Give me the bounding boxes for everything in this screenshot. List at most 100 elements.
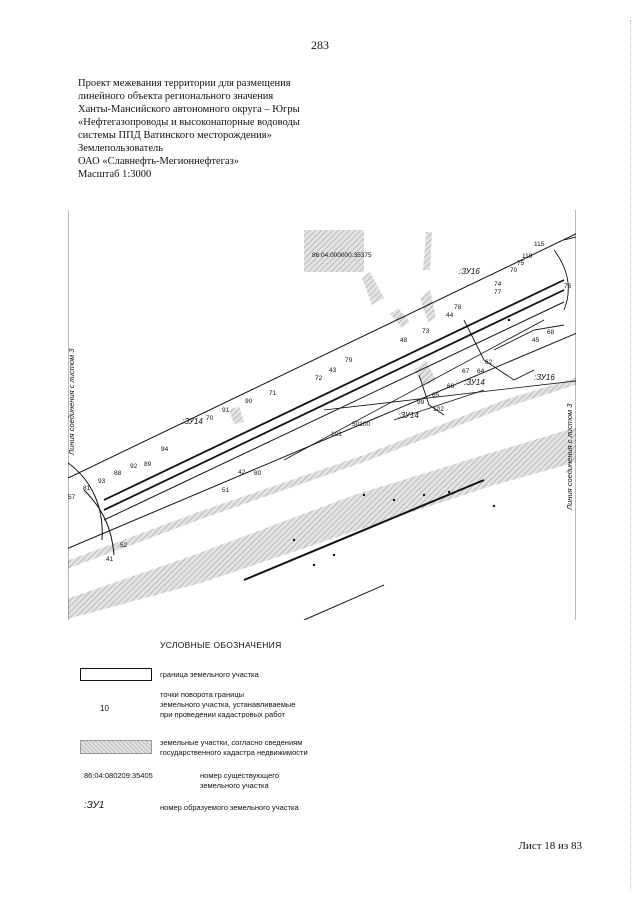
point-label: 57	[68, 494, 76, 501]
map-svg: 86:04:000000:35375 :ЗУ16 :ЗУ14 :ЗУ16 :ЗУ…	[67, 210, 576, 620]
header-line: Ханты-Мансийского автономного округа – Ю…	[78, 104, 300, 115]
point-label: 67	[462, 368, 470, 375]
legend-hatch-symbol	[80, 740, 152, 754]
legend-point-label: точки поворота границы земельного участк…	[160, 690, 380, 720]
map-dot	[332, 553, 336, 557]
document-header: Проект межевания территории для размещен…	[78, 77, 378, 181]
point-label: 92	[130, 463, 138, 470]
point-label: 99	[417, 399, 425, 406]
cadastral-parcel	[423, 232, 432, 270]
cadastral-parcel	[68, 427, 576, 619]
legend-cad-example: 86:04:080209:35405	[84, 771, 153, 780]
point-label: 68	[547, 329, 555, 336]
map-dot	[507, 318, 511, 322]
boundary-line	[553, 249, 569, 311]
legend-hatch-line: государственного кадастра недвижимости	[160, 748, 308, 757]
map-dot	[492, 504, 496, 508]
map-dot	[447, 490, 451, 494]
point-label: 71	[269, 390, 277, 397]
boundary-line	[393, 389, 485, 421]
boundary-line	[418, 374, 445, 416]
point-label: 75	[517, 260, 525, 267]
legend-point-line: земельного участка, устанавливаемые	[160, 700, 296, 709]
boundary-line	[83, 489, 115, 556]
point-label: 45	[532, 337, 540, 344]
point-label: 41	[106, 556, 114, 563]
point-label: 101	[331, 431, 342, 438]
point-label: 43	[329, 367, 337, 374]
point-label: 102	[433, 406, 444, 413]
point-label: 88	[114, 470, 122, 477]
legend-hatch-line: земельные участки, согласно сведениям	[160, 738, 303, 747]
point-label: 65	[432, 392, 440, 399]
point-label: 89	[144, 461, 152, 468]
point-label: 94	[161, 446, 169, 453]
right-junction-label: Линия соединения с листом 3	[565, 403, 574, 511]
point-label: 64	[477, 368, 485, 375]
boundary-line	[68, 233, 576, 479]
boundary-line	[103, 301, 565, 521]
left-junction-label: Линия соединения с листом 3	[67, 348, 76, 456]
zu-label: :ЗУ14	[398, 411, 419, 420]
point-label: 66	[447, 383, 455, 390]
map-dot	[392, 498, 396, 502]
header-line: Проект межевания территории для размещен…	[78, 78, 291, 89]
boundary-line	[563, 236, 576, 241]
cadastral-parcel	[414, 360, 436, 386]
boundary-line	[303, 584, 385, 620]
point-label: 77	[494, 289, 502, 296]
legend-cad-line: земельного участка	[200, 781, 269, 790]
map-dot	[292, 538, 296, 542]
boundary-line	[68, 462, 103, 541]
point-label: 79	[345, 357, 353, 364]
legend-title: УСЛОВНЫЕ ОБОЗНАЧЕНИЯ	[160, 640, 282, 650]
legend-point-line: точки поворота границы	[160, 690, 245, 699]
point-label: 44	[446, 312, 454, 319]
cadastral-parcel	[304, 230, 364, 272]
point-label: 81	[83, 485, 91, 492]
header-line: линейного объекта регионального значения	[78, 91, 274, 102]
sheet-number: Лист 18 из 83	[518, 840, 582, 852]
boundary-line	[243, 479, 485, 581]
point-label: 42	[238, 469, 246, 476]
boundary-line	[283, 319, 545, 461]
header-line: системы ППД Ватинского месторождения»	[78, 130, 272, 141]
point-label: 48	[400, 337, 408, 344]
legend-hatch-label: земельные участки, согласно сведениям го…	[160, 738, 380, 758]
boundary-line	[463, 319, 535, 381]
cadastral-parcel	[229, 406, 244, 424]
header-line: Землепользователь	[78, 143, 164, 154]
point-label: 74	[494, 281, 502, 288]
legend-border-symbol	[80, 668, 152, 681]
zu-label: :ЗУ14	[182, 417, 203, 426]
cadastral-parcel	[420, 290, 436, 322]
point-label: 90	[245, 398, 253, 405]
cadastral-parcel	[68, 377, 576, 569]
point-label: 52	[120, 542, 128, 549]
point-label: 70	[206, 415, 214, 422]
map-dot	[312, 563, 316, 567]
boundary-line	[68, 332, 576, 549]
zu-label: :ЗУ16	[534, 373, 555, 382]
point-label: 93	[98, 478, 106, 485]
point-label: 115	[534, 241, 545, 248]
point-label: 50100	[352, 421, 370, 428]
boundary-line	[103, 279, 565, 501]
map-dot	[422, 493, 426, 497]
cadastral-map: 86:04:000000:35375 :ЗУ16 :ЗУ14 :ЗУ16 :ЗУ…	[64, 210, 584, 620]
header-line: «Нефтегазопроводы и высоконапорные водов…	[78, 117, 300, 128]
legend-cad-line: номер существующего	[200, 771, 280, 780]
legend-cad-label: номер существующего земельного участка	[200, 771, 360, 791]
zu-label: :ЗУ14	[464, 378, 485, 387]
legend-zu-example: :ЗУ1	[84, 800, 105, 811]
legend-point-symbol: 10	[100, 704, 109, 713]
legend-zu-label: номер образуемого земельного участка	[160, 803, 299, 812]
legend-point-line: при проведении кадастровых работ	[160, 710, 285, 719]
point-label: 119	[522, 253, 533, 260]
point-label: 73	[422, 328, 430, 335]
point-label: 70	[510, 267, 518, 274]
point-label: 80	[254, 470, 262, 477]
scan-edge	[630, 20, 632, 890]
legend-border-label: граница земельного участка	[160, 670, 259, 679]
boundary-line	[103, 289, 565, 511]
